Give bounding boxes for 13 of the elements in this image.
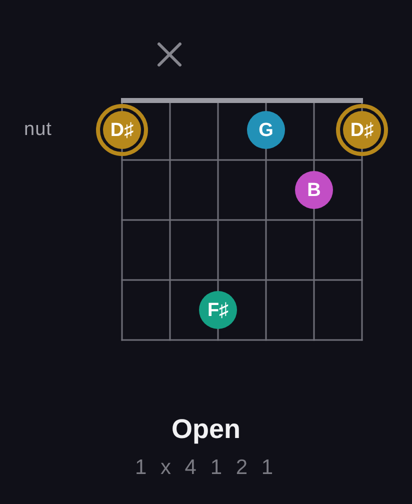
note-name: B bbox=[307, 180, 321, 200]
ringed-note-dot bbox=[96, 104, 148, 156]
note-name: D♯ bbox=[350, 120, 374, 140]
note-dot bbox=[247, 111, 285, 149]
ringed-note-dot bbox=[336, 104, 388, 156]
note-dot bbox=[295, 171, 333, 209]
note-name: F♯ bbox=[207, 300, 229, 320]
fingering-numbers: 1 x 4 1 2 1 bbox=[134, 457, 278, 478]
chord-name: Open bbox=[170, 416, 242, 443]
note-name: D♯ bbox=[110, 120, 134, 140]
nut-label: nut bbox=[24, 120, 52, 139]
note-dot bbox=[199, 291, 237, 329]
note-name: G bbox=[258, 120, 274, 140]
